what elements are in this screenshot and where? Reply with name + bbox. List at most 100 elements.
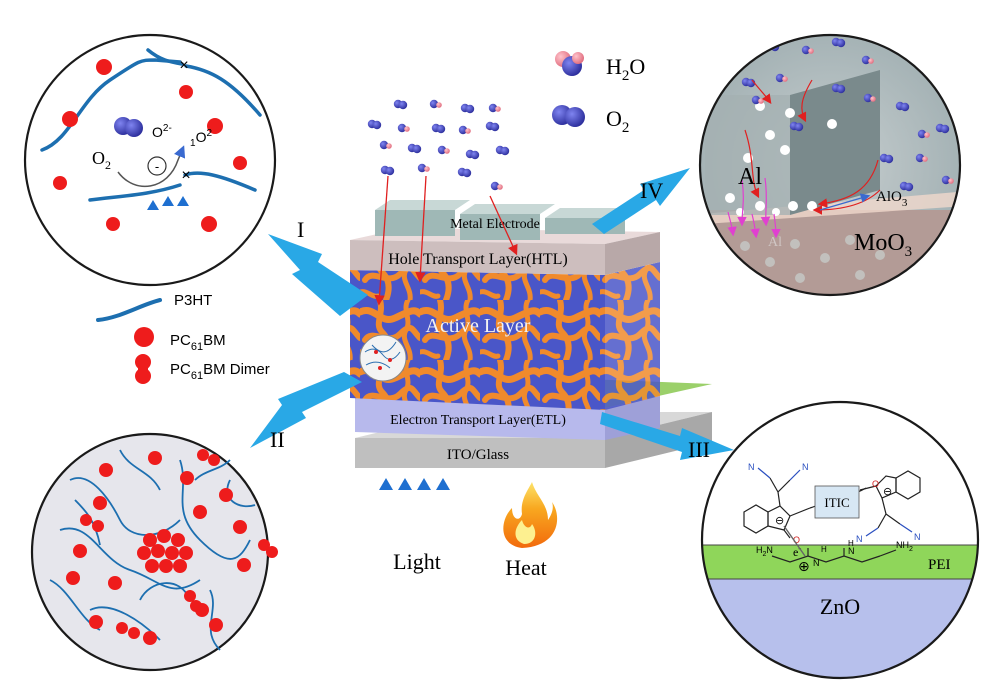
h2o-molecule-icon [417, 163, 430, 173]
o2-molecule-icon [895, 101, 910, 112]
pei-label: PEI [928, 557, 951, 573]
o2-molecule-icon [457, 167, 472, 178]
active-layer-label: Active Layer [426, 315, 531, 337]
neg-charge-2: ⊖ [883, 486, 892, 498]
o2-molecule-icon [431, 123, 446, 134]
chain-break-mark-2: × [181, 167, 190, 184]
h2o-molecule-icon [863, 93, 876, 103]
o2-molecule-icon [899, 181, 914, 192]
active-inset-circle [359, 334, 407, 382]
h2o-molecule-icon [555, 51, 584, 76]
o2-molecule-icon [935, 123, 950, 134]
amine-n-2: N [848, 546, 855, 556]
arrow-iv [592, 168, 690, 234]
h2o-molecule-icon [801, 45, 814, 55]
pcbm-spheres [53, 59, 247, 232]
htl-side [605, 232, 660, 275]
active-front [350, 270, 605, 410]
zno-label: ZnO [820, 594, 860, 619]
arrow-ii [250, 372, 362, 448]
active-side [605, 262, 660, 410]
h2o-molecule-icon [775, 73, 788, 83]
o2-molecule-icon [789, 121, 804, 132]
p3ht-legend-icon [96, 298, 162, 322]
n-label-1: N [748, 462, 755, 472]
h2o-molecule-icon [941, 175, 954, 185]
al-label: Al [738, 164, 762, 190]
device-stack: Metal Electrode Hole Transport Layer(HTL… [350, 175, 712, 468]
o-label-2: O [872, 479, 879, 489]
n-label-2: N [802, 462, 809, 472]
etl-label: Electron Transport Layer(ETL) [390, 413, 566, 428]
h2o-molecule-icon [397, 123, 410, 133]
ito-front [355, 438, 605, 468]
o2-molecule-icon [393, 99, 408, 110]
pcbm-cluster [66, 451, 251, 645]
amine-h-2: H [848, 539, 854, 548]
o2-molecule-icon [485, 121, 500, 132]
o2-molecule-icon [460, 103, 475, 114]
alo3-label: AlO3 [876, 189, 908, 209]
h2o-molecule-icon [861, 55, 874, 65]
o2-molecule-icon [879, 153, 894, 164]
amine-h-1: H [821, 545, 827, 554]
h2o-molecule-icon [437, 145, 450, 155]
light-arrows-small-icon [147, 196, 189, 250]
moo3-label: MoO3 [854, 230, 912, 260]
ingress-arrows [374, 175, 518, 306]
magenta-arrows [727, 177, 781, 239]
legend-o2-label: O2 [606, 106, 629, 136]
htl-front [350, 240, 605, 275]
arrow-ii-label: II [270, 427, 285, 452]
light-arrows-icon [379, 478, 450, 540]
etl-front [355, 398, 605, 440]
h2o-molecule-icon [429, 99, 442, 109]
pcbm-legend-icon [134, 327, 154, 347]
electron-transfer-arrow [783, 525, 806, 557]
electron-sign: - [155, 159, 159, 174]
flame-icon [503, 482, 558, 548]
o2-molecule-icon [465, 149, 480, 160]
o2-molecule-icon [495, 145, 510, 156]
htl-label: Hole Transport Layer(HTL) [388, 251, 568, 268]
itic-molecule [743, 470, 921, 563]
h2n-label: H2N [756, 545, 773, 558]
circle-ii [30, 432, 278, 672]
itic-label: ITIC [824, 495, 849, 510]
circle-i: × × O2 - O2- 1O2 [23, 33, 277, 287]
amine-n-1: N [813, 558, 820, 568]
heat-label: Heat [505, 555, 547, 580]
h2o-molecule-icon [917, 129, 930, 139]
circle-iii: N N N N O O ⊖ ⊖ ITIC e- ⊕ H2N N H N H NH… [700, 400, 980, 680]
dimer-legend-icon [135, 354, 151, 384]
arrow-i [268, 234, 368, 316]
pcbm-legend-label: PC61BM [170, 332, 226, 353]
moo3-top-band [700, 190, 960, 225]
legend-h2o-label: H2O [606, 54, 645, 84]
light-label: Light [393, 549, 441, 574]
electron-circle [147, 156, 167, 176]
vacancy-dots [725, 101, 837, 216]
o2-molecule-icon [831, 37, 846, 48]
diffusion-dots [735, 235, 885, 283]
o2-molecule-icon [831, 83, 846, 94]
alo3-pointer [819, 193, 871, 211]
nh2-label: NH2 [896, 540, 913, 553]
reaction-curve [117, 145, 186, 188]
o2-molecule-icon [407, 143, 422, 154]
arrow-iii-label: III [688, 437, 710, 462]
plus-charge: ⊕ [798, 558, 810, 574]
h2o-molecule-icon [490, 181, 503, 191]
legend-left: P3HT PC61BM PC61BM Dimer [96, 292, 270, 384]
chain-break-mark-1: × [179, 57, 188, 74]
ito-label: ITO/Glass [447, 447, 509, 463]
metal-electrode-label: Metal Electrode [450, 217, 540, 232]
itic-box [814, 485, 860, 519]
o2-molecule-icon [367, 119, 382, 130]
o2-molecule-icon [552, 105, 585, 127]
o-label-1: O [793, 535, 800, 545]
red-ingress-curves [744, 79, 881, 215]
neg-charge-1: ⊖ [775, 515, 784, 527]
h2o-molecule-icon [458, 125, 471, 135]
